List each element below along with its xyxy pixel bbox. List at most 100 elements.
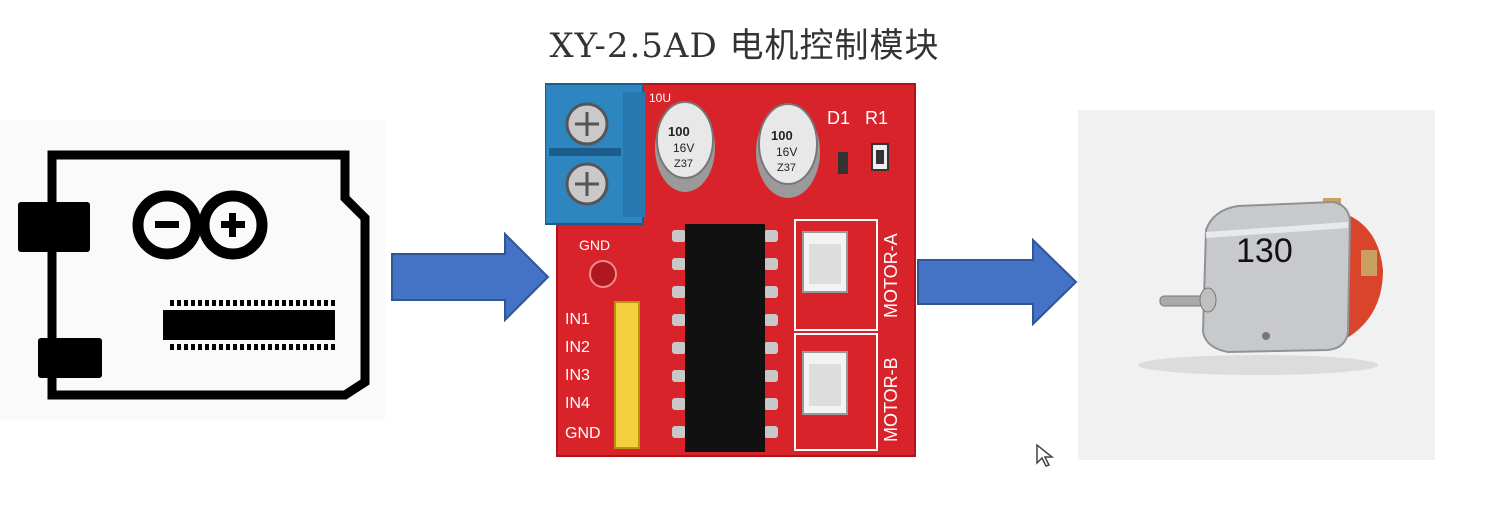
arduino-board-icon — [18, 150, 370, 400]
chip-pin — [261, 344, 265, 350]
chip-pin — [240, 300, 244, 306]
motor-b-connector — [794, 333, 878, 451]
chip-pin — [303, 344, 307, 350]
chip-pin — [324, 344, 328, 350]
power-jack — [38, 338, 102, 378]
chip-pin — [296, 300, 300, 306]
chip-pin — [310, 344, 314, 350]
label-r1: R1 — [865, 108, 888, 128]
pin-label: IN1 — [565, 311, 590, 328]
pin-label: IN4 — [565, 395, 590, 412]
ic-pin — [764, 426, 778, 438]
chip-pin — [261, 300, 265, 306]
pin-header — [614, 301, 640, 449]
diode-d1 — [838, 152, 848, 174]
chip-pin — [233, 344, 237, 350]
chip-pin — [191, 300, 195, 306]
ic-pin — [672, 398, 686, 410]
arrow-to-motor-icon — [917, 238, 1078, 326]
ic-pin — [764, 314, 778, 326]
chip-pin — [310, 300, 314, 306]
chip-pin — [184, 344, 188, 350]
terminal-block — [545, 83, 645, 225]
chip-pin — [205, 300, 209, 306]
ic-pin — [672, 286, 686, 298]
chip-pin — [247, 344, 251, 350]
chip-pin — [177, 300, 181, 306]
label-motor-a: MOTOR-A — [881, 233, 901, 318]
pin-label: IN3 — [565, 367, 590, 384]
svg-text:16V: 16V — [776, 145, 797, 159]
chip-pin — [212, 300, 216, 306]
chip-pin — [184, 300, 188, 306]
chip-pin — [219, 344, 223, 350]
svg-text:Z37: Z37 — [674, 158, 693, 170]
chip-pin — [275, 300, 279, 306]
chip-pin — [198, 300, 202, 306]
chip-pin — [177, 344, 181, 350]
chip-pin — [254, 300, 258, 306]
svg-text:100: 100 — [668, 124, 690, 139]
motor-label: 130 — [1236, 232, 1293, 270]
chip-pin — [324, 300, 328, 306]
svg-text:16V: 16V — [673, 141, 694, 155]
chip-pin — [226, 300, 230, 306]
chip-pin — [289, 344, 293, 350]
label-motor-b: MOTOR-B — [881, 357, 901, 442]
chip-pin — [170, 344, 174, 350]
pin-label: GND — [565, 425, 601, 442]
ic-pin — [764, 286, 778, 298]
ic-pin — [764, 398, 778, 410]
driver-ic-chip — [672, 224, 778, 452]
label-d1: D1 — [827, 108, 850, 128]
usb-connector — [18, 202, 90, 252]
ic-pin — [764, 342, 778, 354]
chip-pin — [254, 344, 258, 350]
mounting-hole — [589, 260, 617, 288]
capacitor-1: 100 16V Z37 — [655, 101, 715, 192]
ic-pin — [764, 258, 778, 270]
chip-pin — [268, 300, 272, 306]
chip-pin — [233, 300, 237, 306]
motor-driver-module-image: 10U 100 16V Z37 100 16V Z37 D1 R1 GND MO… — [545, 83, 916, 457]
dc-motor-130-image: 130 — [1138, 198, 1383, 375]
chip-pin — [317, 344, 321, 350]
chip-pin — [282, 300, 286, 306]
chip-pin — [331, 300, 335, 306]
motor-a-connector — [794, 219, 878, 331]
ic-pin — [672, 258, 686, 270]
label-gnd-top: GND — [579, 237, 610, 253]
chip-pin — [247, 300, 251, 306]
ic-pin — [672, 426, 686, 438]
svg-text:Z37: Z37 — [777, 162, 796, 174]
chip-pin — [212, 344, 216, 350]
chip-pin — [282, 344, 286, 350]
chip-pin — [170, 300, 174, 306]
ic-pin — [672, 342, 686, 354]
ic-pin — [764, 230, 778, 242]
chip-pin — [275, 344, 279, 350]
chip-pin — [289, 300, 293, 306]
chip-pin — [219, 300, 223, 306]
ic-pin — [672, 230, 686, 242]
mouse-cursor-icon — [1036, 443, 1055, 467]
arrow-to-module-icon — [391, 232, 550, 322]
microcontroller-chip — [163, 310, 335, 340]
capacitor-2: 100 16V Z37 — [756, 103, 820, 198]
arduino-logo-icon — [132, 190, 268, 260]
chip-pin — [268, 344, 272, 350]
ic-pin — [672, 314, 686, 326]
chip-pin — [198, 344, 202, 350]
slide-title: XY-2.5AD 电机控制模块 — [549, 26, 940, 66]
ic-pin — [764, 370, 778, 382]
chip-pin — [331, 344, 335, 350]
ic-pin — [672, 370, 686, 382]
pin-labels: IN1 IN2 IN3 IN4 GND — [565, 311, 601, 442]
chip-pin — [226, 344, 230, 350]
svg-text:100: 100 — [771, 128, 793, 143]
chip-pin — [205, 344, 209, 350]
label-10u: 10U — [649, 91, 671, 105]
chip-pin — [303, 300, 307, 306]
pin-label: IN2 — [565, 339, 590, 356]
chip-pin — [240, 344, 244, 350]
